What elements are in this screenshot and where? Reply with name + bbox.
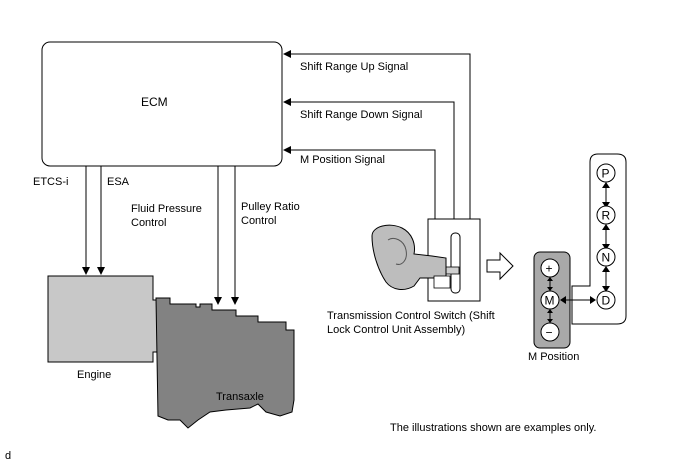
shift-up-signal-label: Shift Range Up Signal <box>300 61 408 73</box>
esa-label: ESA <box>107 176 130 188</box>
m-position-signal-line <box>283 146 436 220</box>
gear-plus-circle <box>540 258 560 278</box>
shift-gate-outline <box>571 153 627 325</box>
etcs-label: ETCS-i <box>33 176 68 188</box>
transmission-control-switch <box>371 218 481 302</box>
gear-m-label: M <box>545 294 555 308</box>
fluid-pressure-label-2: Control <box>131 217 166 229</box>
gear-p-label: P <box>602 167 610 181</box>
shift-down-signal-label: Shift Range Down Signal <box>300 109 422 121</box>
shift-down-signal-line <box>283 98 455 220</box>
gear-r-circle <box>596 205 616 225</box>
transaxle-label: Transaxle <box>216 391 264 403</box>
pulley-ratio-label-2: Control <box>241 215 276 227</box>
switch-label-line2: Lock Control Unit Assembly) <box>327 324 465 336</box>
switch-label-line1: Transmission Control Switch (Shift <box>327 310 495 322</box>
gear-r-label: R <box>602 209 611 223</box>
gear-d-label: D <box>602 294 611 308</box>
disclaimer-note: The illustrations shown are examples onl… <box>390 422 596 434</box>
ecm-box <box>41 41 283 167</box>
pulley-ratio-label-1: Pulley Ratio <box>241 201 300 213</box>
hollow-arrow <box>486 251 514 281</box>
ecm-label: ECM <box>141 95 168 109</box>
shift-up-signal-line <box>283 50 471 220</box>
gear-minus-circle <box>540 322 560 342</box>
gear-m-circle <box>540 290 560 310</box>
m-position-signal-label: M Position Signal <box>300 154 385 166</box>
engine-illustration <box>47 275 159 363</box>
gear-minus-label: − <box>546 326 553 340</box>
corner-mark: d <box>5 450 11 462</box>
gear-n-circle <box>596 247 616 267</box>
gear-n-label: N <box>602 251 611 265</box>
transaxle-illustration <box>155 297 295 429</box>
gear-d-circle <box>596 290 616 310</box>
fluid-pressure-label-1: Fluid Pressure <box>131 203 202 215</box>
gear-p-circle <box>596 163 616 183</box>
gear-plus-label: + <box>546 262 553 276</box>
engine-label: Engine <box>77 369 111 381</box>
m-position-label: M Position <box>528 351 579 363</box>
